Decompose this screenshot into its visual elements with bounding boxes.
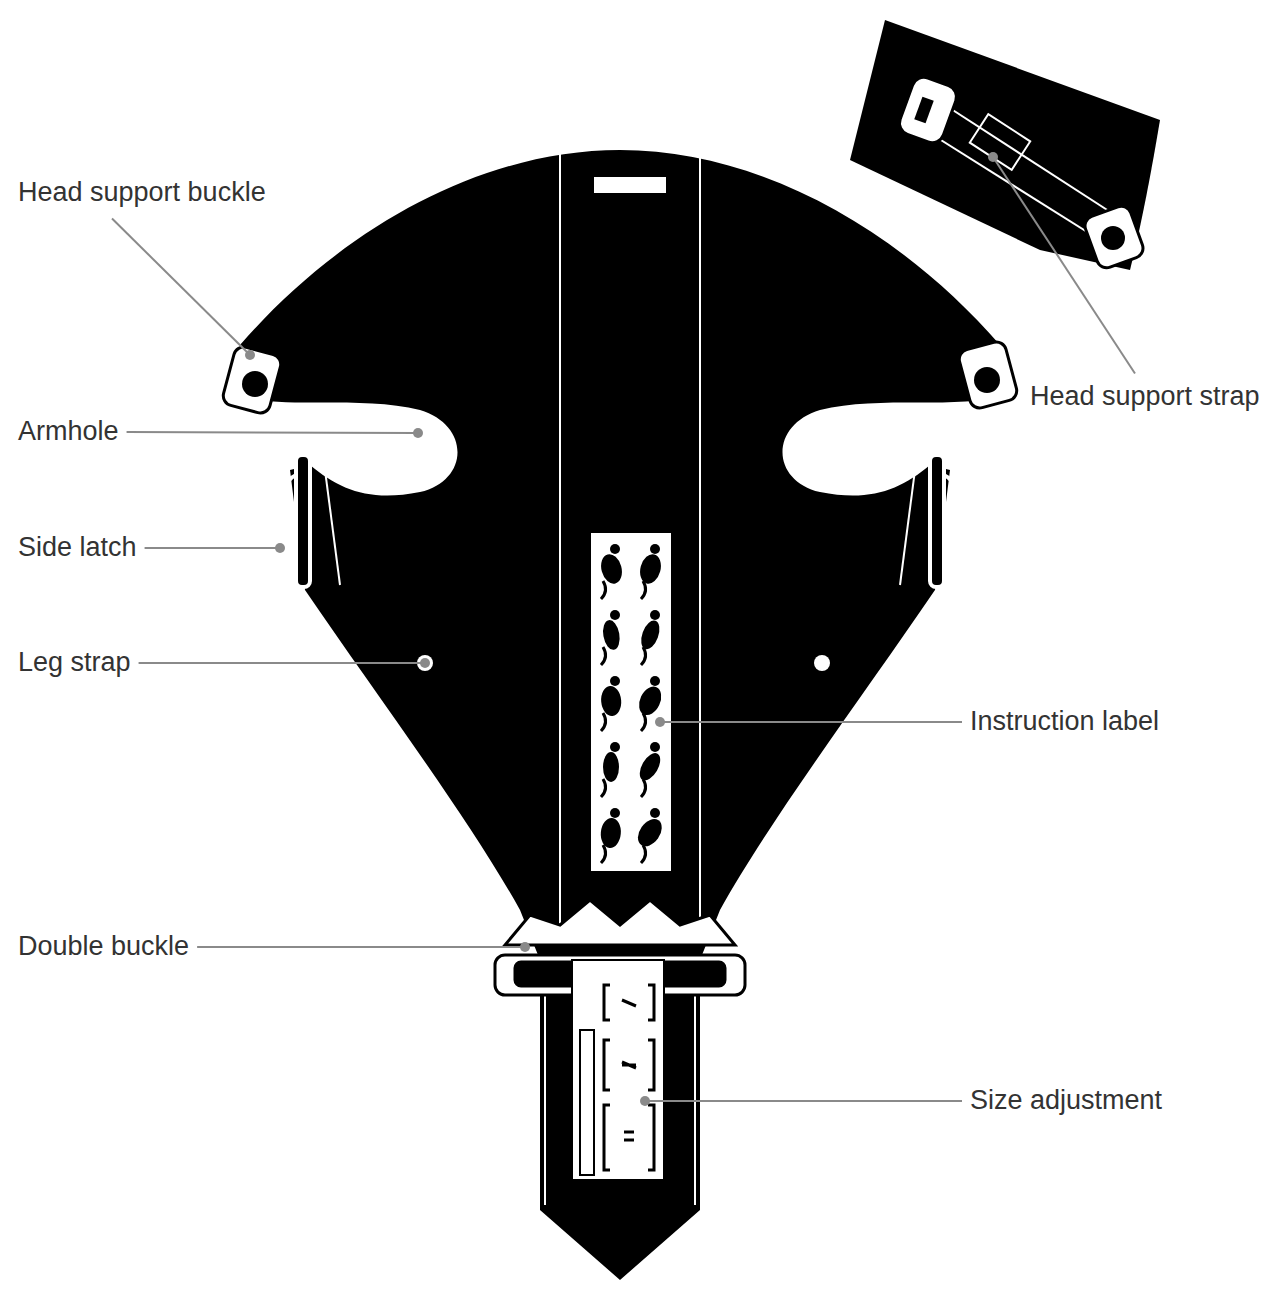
leader-dot	[275, 543, 285, 553]
part-label: Leg strap	[18, 647, 131, 678]
part-label: Side latch	[18, 532, 137, 563]
leader-line	[112, 219, 250, 355]
leader-dot	[640, 1096, 650, 1106]
head-support-strap-inset	[850, 20, 1160, 271]
leader-dot	[420, 658, 430, 668]
leader-line	[197, 946, 525, 948]
part-label: Head support strap	[1030, 381, 1260, 412]
instruction-label-panel	[590, 532, 672, 872]
leader-dot	[988, 152, 998, 162]
leader-dot	[245, 350, 255, 360]
size-adjustment-panel	[572, 960, 664, 1180]
leader-line	[127, 432, 418, 433]
leader-line	[993, 157, 1135, 373]
part-label: Head support buckle	[18, 177, 266, 208]
leader-dot	[413, 428, 423, 438]
leader-line	[660, 721, 962, 723]
carrier-body	[235, 150, 1005, 1280]
head-support-buckle	[221, 340, 1019, 415]
leader-dot	[520, 942, 530, 952]
part-label: Armhole	[18, 416, 119, 447]
leader-line	[645, 1100, 962, 1102]
leader-line	[145, 547, 280, 549]
leader-dot	[655, 717, 665, 727]
part-label: Instruction label	[970, 706, 1159, 737]
part-label: Size adjustment	[970, 1085, 1162, 1116]
side-latch	[266, 455, 974, 587]
part-label: Double buckle	[18, 931, 189, 962]
leader-line	[139, 662, 425, 664]
